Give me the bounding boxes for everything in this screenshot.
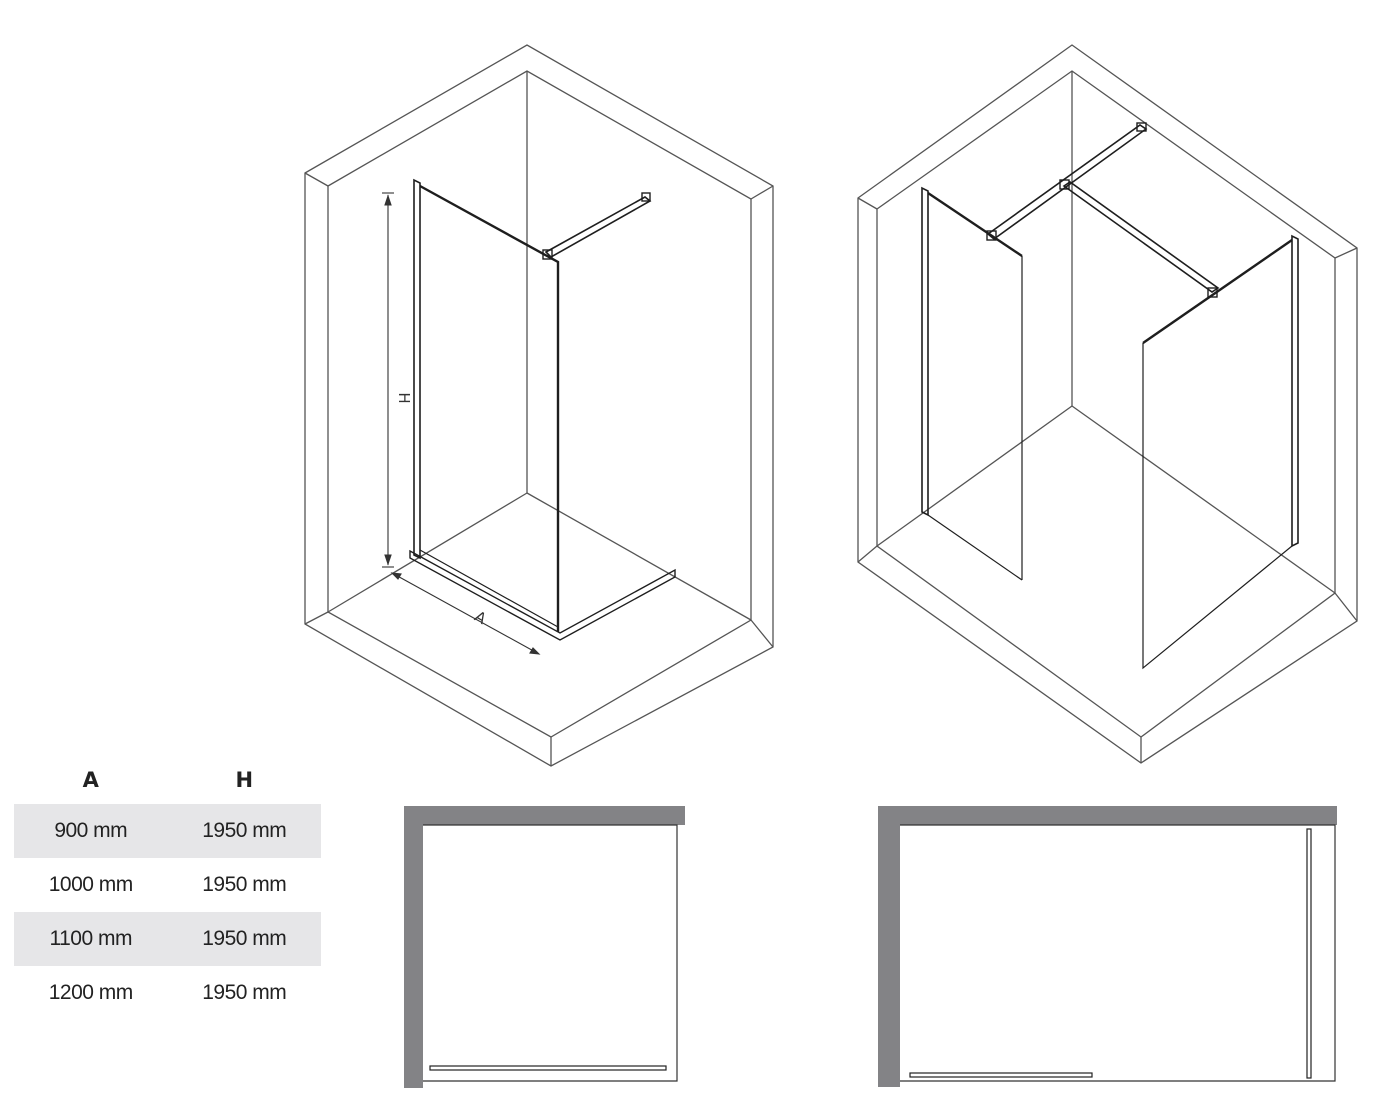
isometric-diagram-double-panel [857,44,1358,764]
plan-view-single-panel [404,806,685,1088]
table-cell-width: 1100 mm [14,912,168,966]
plan-back-wall [404,806,685,825]
plan-glass-panel-side [1306,828,1312,1079]
table-row: 900 mm 1950 mm [14,804,321,858]
table-cell-width: 900 mm [14,804,168,858]
table-cell-width: 1000 mm [48,873,134,896]
table-cell-height: 1950 mm [202,873,287,896]
table-cell-height: 1950 mm [167,912,321,966]
plan-glass-panel [429,1065,667,1071]
table-cell-height: 1950 mm [202,981,287,1004]
plan-back-wall [878,806,1337,825]
table-cell-width: 1200 mm [48,981,134,1004]
table-row: 1200 mm 1950 mm [14,966,321,1020]
isometric-diagram-single-panel: H A [304,44,774,767]
height-dimension-label: H [395,392,413,403]
plan-side-wall [878,806,900,1087]
column-header-a: A [82,768,99,792]
plan-side-wall [404,806,423,1088]
dimensions-table: A H 900 mm 1950 mm 1000 mm 1950 mm 1100 … [14,756,321,1020]
table-cell-height: 1950 mm [167,804,321,858]
plan-view-double-panel [878,806,1337,1087]
table-row: 1000 mm 1950 mm [14,858,321,912]
table-header-row: A H [14,756,321,804]
table-row: 1100 mm 1950 mm [14,912,321,966]
column-header-h: H [235,768,254,792]
plan-glass-panel-bottom [909,1072,1093,1078]
